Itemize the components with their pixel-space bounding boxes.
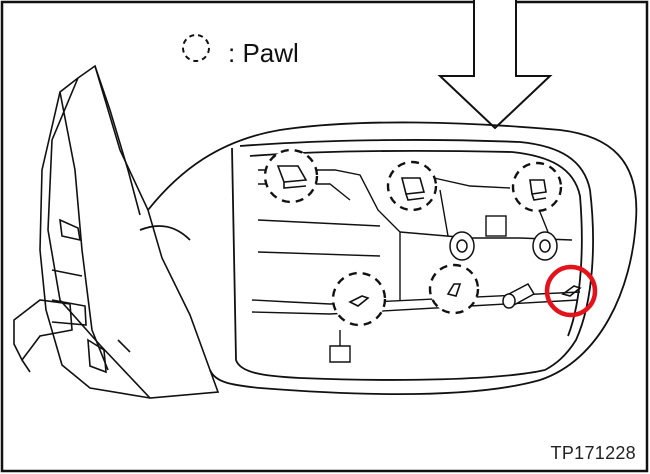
mirror-housing [139,121,638,396]
pawl-marker [263,148,319,204]
direction-arrow [437,0,553,130]
pawl-marker [511,161,563,213]
legend-label: : Pawl [228,38,299,68]
pawl-marker [386,160,438,212]
mounting-boss [449,231,558,309]
housing-internal-ribs [251,169,581,363]
pawl-marker-highlighted [544,264,598,318]
figure-code: TP171228 [550,443,636,463]
mirror-base-bracket [13,64,220,399]
pawl-marker [331,271,387,327]
legend-pawl-symbol-icon [182,34,210,62]
pawl-marker [428,263,480,315]
